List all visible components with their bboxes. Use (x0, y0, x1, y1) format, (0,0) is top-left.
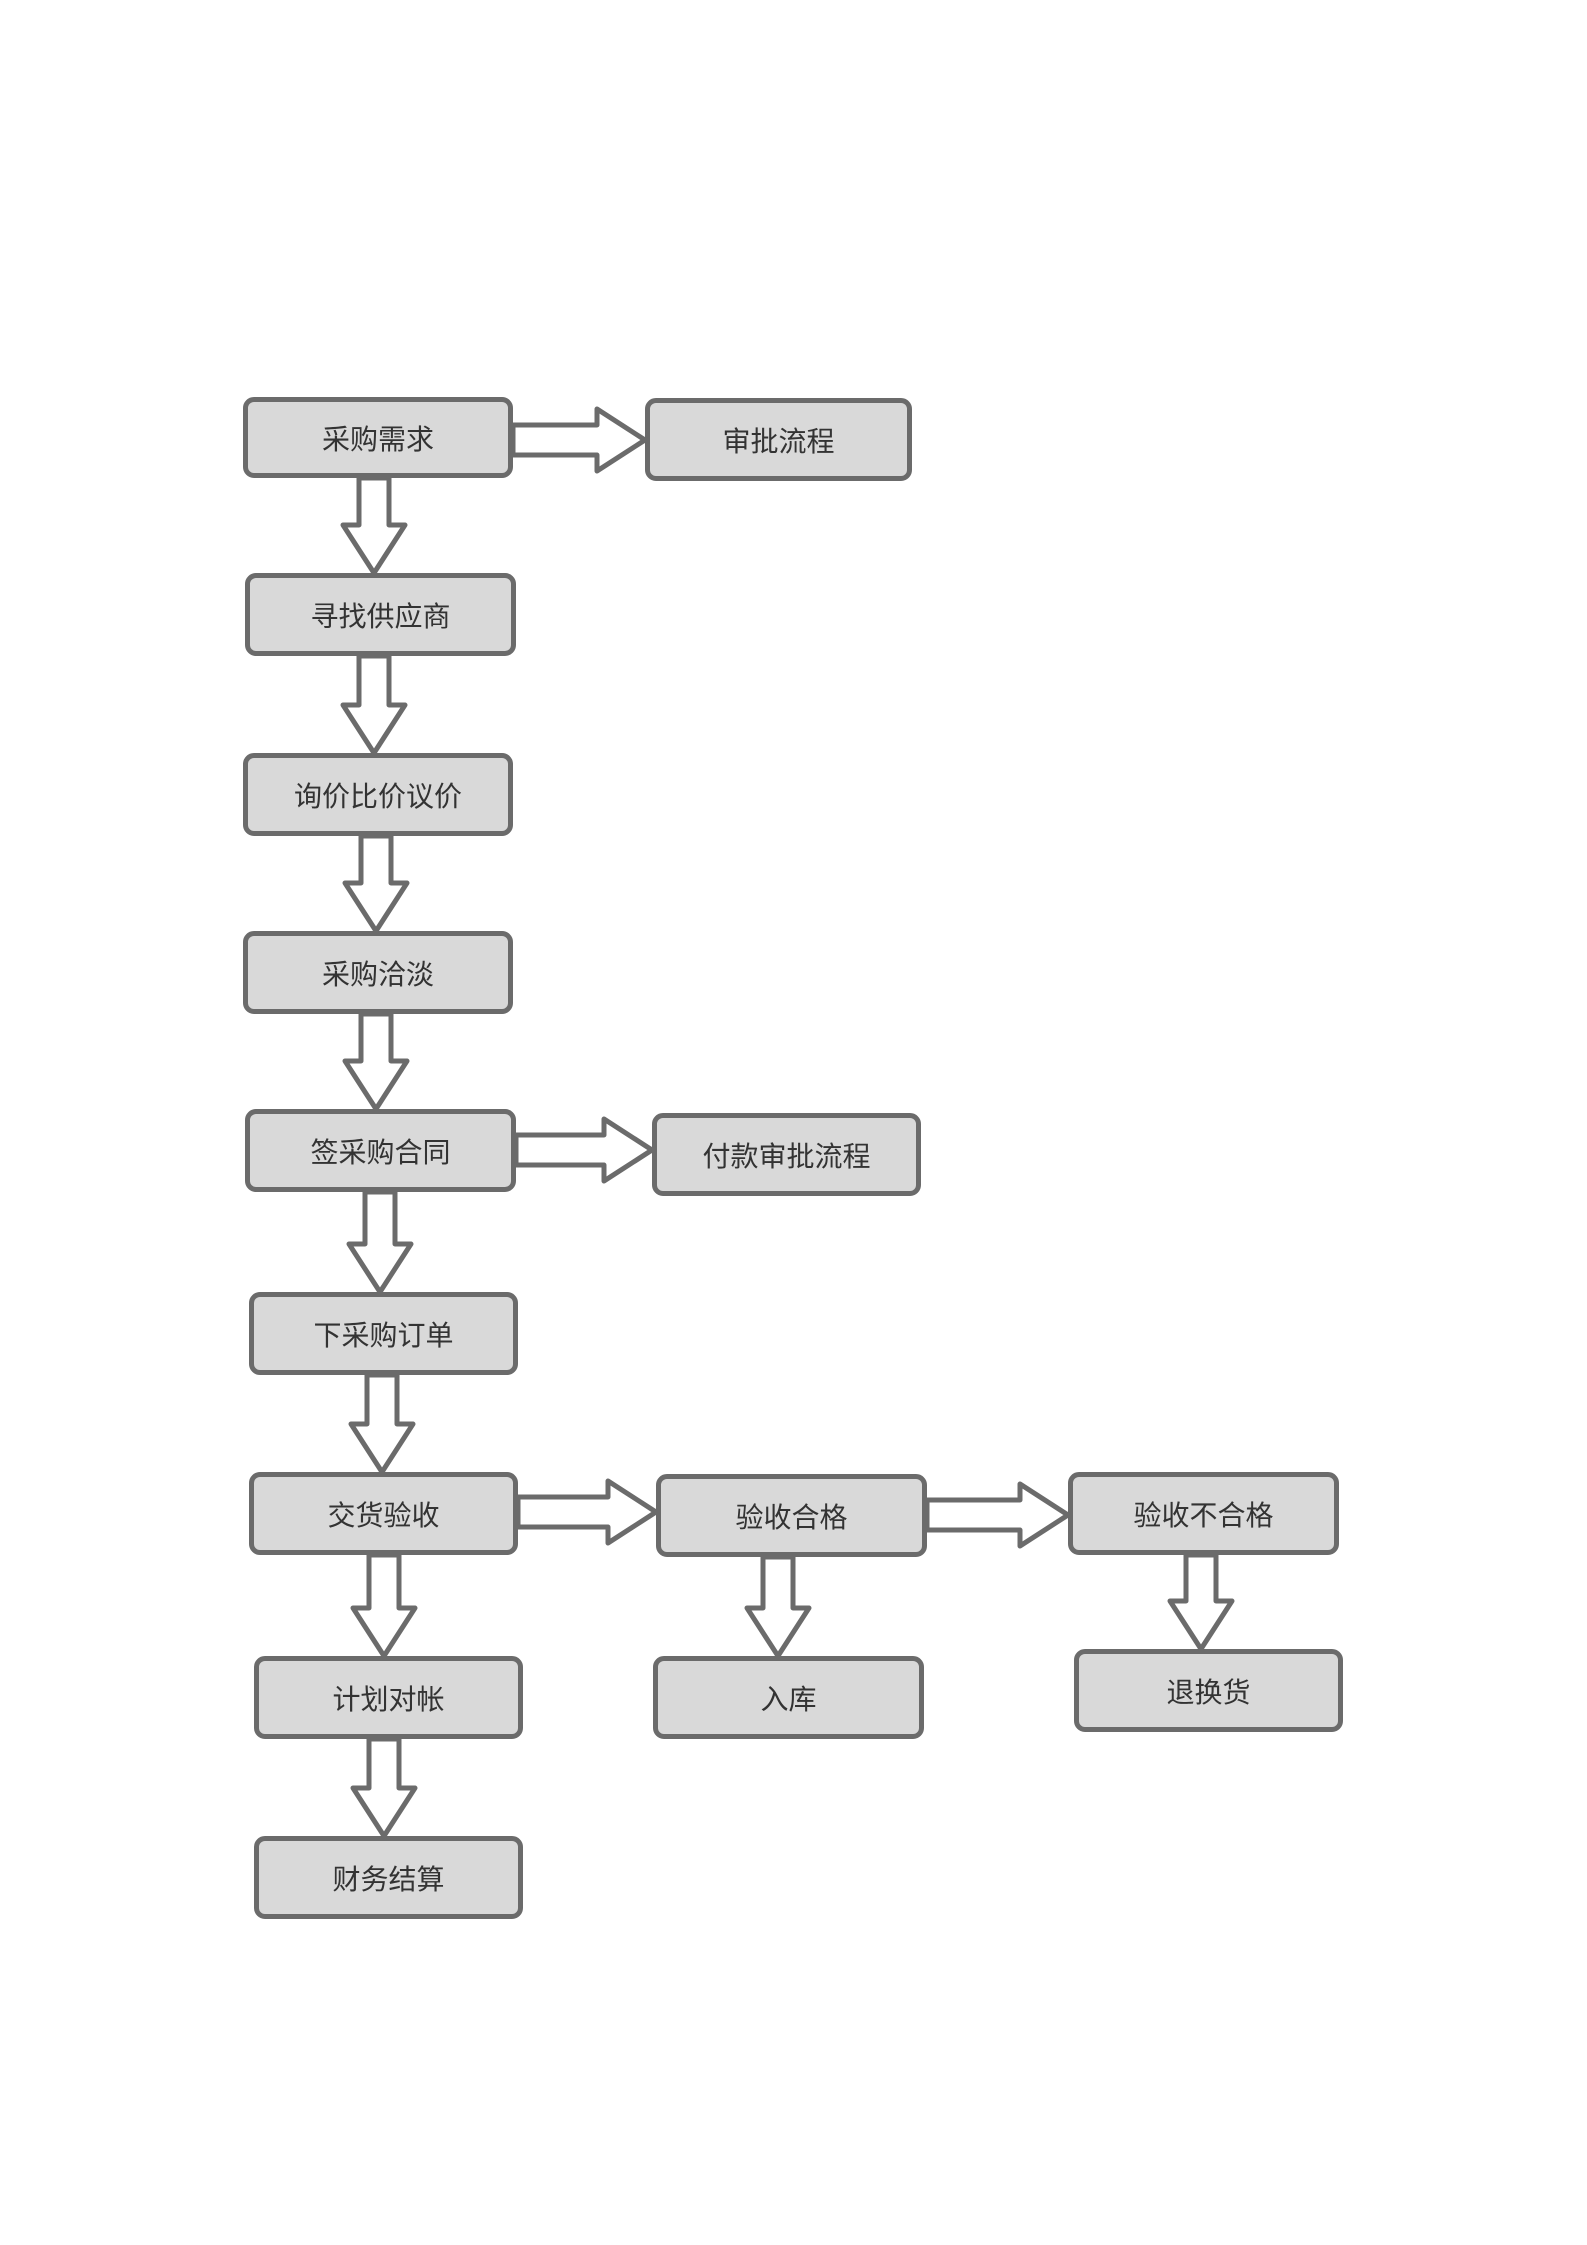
node-sign-contract: 签采购合同 (245, 1109, 516, 1192)
node-delivery-inspection: 交货验收 (249, 1472, 518, 1555)
arrow-down-icon (340, 475, 408, 576)
node-negotiation: 采购洽淡 (243, 931, 513, 1014)
node-label: 交货验收 (327, 1498, 440, 1532)
node-purchase-request: 采购需求 (243, 397, 513, 478)
arrow-down-icon (342, 833, 410, 934)
arrow-down-icon (350, 1736, 418, 1839)
node-label: 验收不合格 (1133, 1498, 1274, 1532)
node-label: 入库 (760, 1682, 817, 1716)
node-label: 退换货 (1166, 1675, 1251, 1709)
node-label: 验收合格 (735, 1500, 848, 1534)
node-payment-approval: 付款审批流程 (652, 1113, 921, 1196)
node-label: 计划对帐 (332, 1682, 445, 1716)
node-label: 财务结算 (332, 1862, 445, 1896)
node-label: 付款审批流程 (702, 1139, 871, 1173)
arrow-down-icon (346, 1189, 414, 1295)
node-settlement: 财务结算 (254, 1836, 523, 1919)
node-approval-process: 审批流程 (645, 398, 912, 481)
node-warehousing: 入库 (653, 1656, 924, 1739)
node-inspection-failed: 验收不合格 (1068, 1472, 1339, 1555)
node-label: 采购洽淡 (321, 957, 434, 991)
arrow-right-icon (924, 1481, 1071, 1549)
node-label: 寻找供应商 (310, 599, 451, 633)
node-inspection-passed: 验收合格 (656, 1474, 927, 1557)
node-reconciliation: 计划对帐 (254, 1656, 523, 1739)
node-place-order: 下采购订单 (249, 1292, 518, 1375)
node-price-inquiry: 询价比价议价 (243, 753, 513, 836)
node-label: 审批流程 (722, 424, 835, 458)
arrow-down-icon (350, 1552, 418, 1659)
arrow-down-icon (1167, 1552, 1235, 1652)
arrow-right-icon (515, 1478, 659, 1546)
arrow-down-icon (340, 653, 408, 756)
arrow-right-icon (510, 406, 648, 474)
node-label: 下采购订单 (313, 1318, 454, 1352)
node-return-exchange: 退换货 (1074, 1649, 1343, 1732)
node-label: 询价比价议价 (293, 779, 462, 813)
arrow-right-icon (513, 1116, 655, 1184)
node-find-supplier: 寻找供应商 (245, 573, 516, 656)
arrow-down-icon (342, 1011, 410, 1112)
node-label: 采购需求 (321, 422, 434, 456)
node-label: 签采购合同 (310, 1135, 451, 1169)
arrow-down-icon (744, 1554, 812, 1659)
arrow-down-icon (348, 1372, 416, 1475)
